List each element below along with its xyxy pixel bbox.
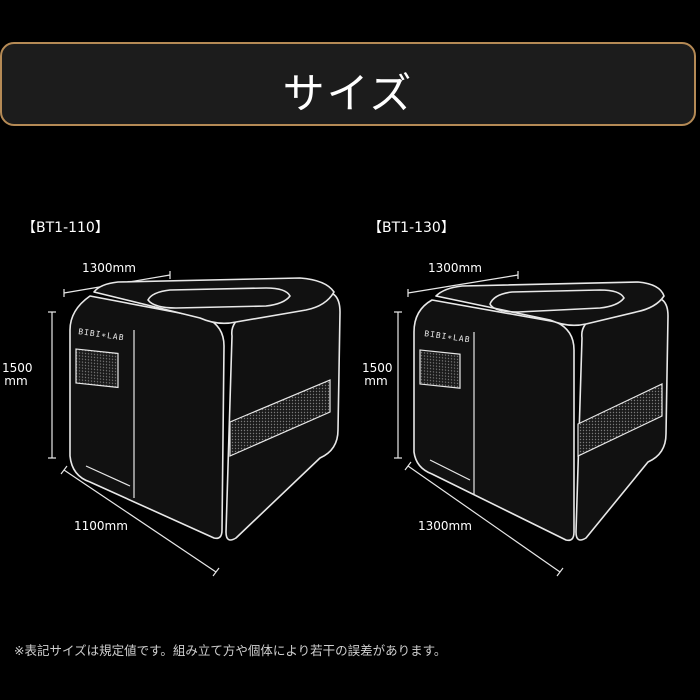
tent-bt1-130: BIBI∗LAB	[394, 271, 669, 577]
top-opening	[147, 287, 291, 309]
width-label-bt1-130: 1300mm	[428, 261, 482, 275]
page-title: サイズ	[282, 69, 414, 118]
side-mesh-window	[229, 379, 331, 457]
front-mesh-window	[419, 349, 461, 389]
depth-label-bt1-110: 1100mm	[74, 519, 128, 533]
height-value: 1500	[362, 361, 393, 375]
disclaimer-note: ※表記サイズは規定値です。組み立て方や個体により若干の誤差があります。	[14, 643, 447, 658]
top-face	[435, 281, 665, 327]
model-label-bt1-130: 【BT1-130】	[368, 220, 455, 236]
front-mesh-window	[75, 348, 119, 389]
height-label-bt1-130: 1500 mm	[362, 361, 393, 388]
depth-label-bt1-130: 1300mm	[418, 519, 472, 533]
tent-bt1-110: BIBI∗LAB	[48, 271, 341, 577]
height-dimension-line	[48, 311, 56, 459]
depth-dimension-line	[60, 465, 220, 577]
height-unit: mm	[4, 374, 28, 388]
depth-dimension-line	[404, 461, 564, 577]
width-label-bt1-110: 1300mm	[82, 261, 136, 275]
side-mesh-window	[577, 383, 663, 457]
top-opening	[489, 289, 625, 313]
title-banner: サイズ	[0, 42, 696, 126]
height-unit: mm	[364, 374, 388, 388]
width-dimension-line	[407, 271, 519, 297]
height-value: 1500	[2, 361, 33, 375]
top-face	[93, 277, 335, 325]
model-label-bt1-110: 【BT1-110】	[22, 220, 109, 236]
height-label-bt1-110: 1500 mm	[2, 361, 33, 388]
height-dimension-line	[394, 311, 402, 459]
